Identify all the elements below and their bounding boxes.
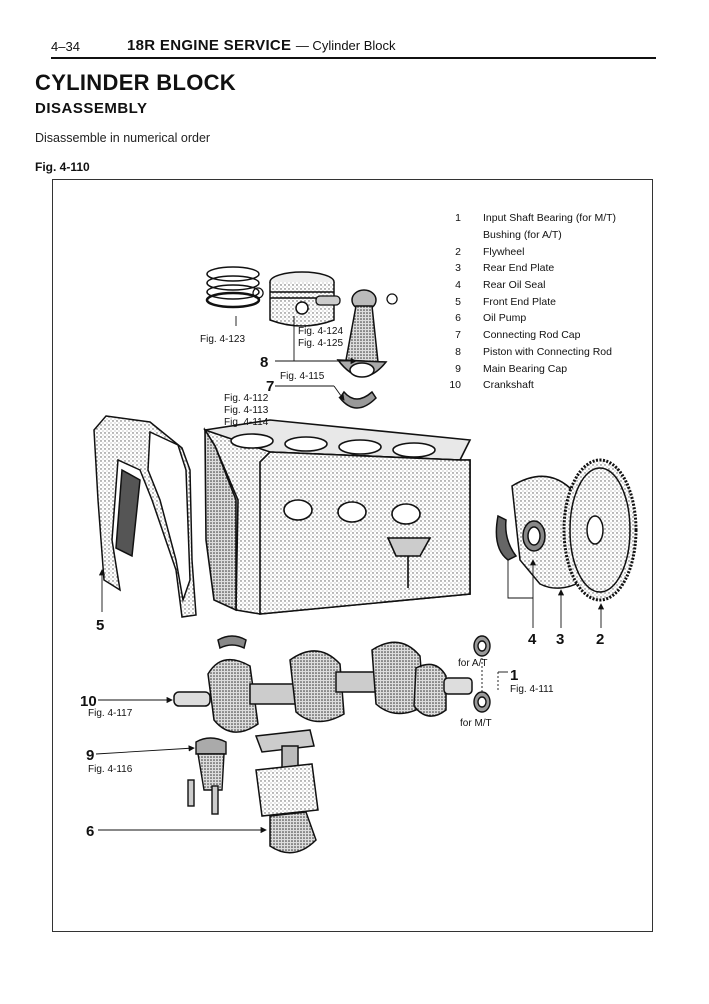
legend-number: 5 [455,295,461,308]
oil-pump-drawing [254,729,319,854]
crankshaft-drawing [173,635,473,733]
label-for-at: for A/T [458,658,487,669]
ref-fig-4-116: Fig. 4-116 [88,764,133,775]
subsection-title: DISASSEMBLY [35,100,148,117]
callout-3: 3 [556,631,564,648]
ref-fig-4-112: Fig. 4-112 [224,393,269,404]
header-title: 18R ENGINE SERVICE — Cylinder Block [127,37,396,54]
legend-text: Bushing (for A/T) [483,229,562,242]
legend-row: 7 Connecting Rod Cap [441,327,616,344]
ref-fig-4-125: Fig. 4-125 [298,338,343,349]
legend-text: Front End Plate [483,295,556,308]
rear-oil-seal-drawing [495,514,546,561]
leader-lines [95,316,605,834]
legend-text: Rear Oil Seal [483,279,546,292]
legend-row: 9 Main Bearing Cap [441,360,616,377]
legend-number: 10 [449,379,461,392]
header-subtitle: — Cylinder Block [295,38,396,53]
legend-row: 5 Front End Plate [441,293,616,310]
figure-label: Fig. 4-110 [35,160,90,174]
legend-text: Oil Pump [483,312,527,325]
legend-text: Input Shaft Bearing (for M/T) [483,212,617,225]
callout-4: 4 [528,631,537,648]
ref-fig-4-111: Fig. 4-111 [510,684,554,695]
callout-7: 7 [266,378,274,395]
figure-frame [52,179,653,932]
legend-text: Main Bearing Cap [483,362,568,375]
callout-5: 5 [96,617,104,634]
legend-number: 9 [455,362,461,375]
legend-row: 8 Piston with Connecting Rod [441,344,616,361]
callout-10: 10 [80,693,97,710]
legend-number: 2 [455,245,461,258]
label-for-mt: for M/T [460,718,492,729]
legend-row: 3 Rear End Plate [441,260,616,277]
instruction-text: Disassemble in numerical order [35,131,211,145]
callout-8: 8 [260,354,268,371]
main-bearing-cap-drawing [187,737,227,815]
legend-number: 3 [455,262,461,275]
input-shaft-bearing-drawing [473,635,491,713]
ref-fig-4-113: Fig. 4-113 [224,405,269,416]
legend-number: 1 [455,212,461,225]
callout-1: 1 [510,667,518,684]
header-title-main: 18R ENGINE SERVICE [127,37,292,54]
legend-text: Piston with Connecting Rod [483,345,612,358]
ref-fig-4-115: Fig. 4-115 [280,371,325,382]
legend-row: 2 Flywheel [441,243,616,260]
piston-pin-drawing [252,287,398,306]
ref-fig-4-124: Fig. 4-124 [298,326,343,337]
legend-text: Flywheel [483,245,525,258]
legend-row: Bushing (for A/T) [441,227,616,244]
legend-text: Connecting Rod Cap [483,329,581,342]
legend-row: 1 Input Shaft Bearing (for M/T) [441,210,616,227]
legend-number: 4 [455,279,461,292]
legend-row: 10 Crankshaft [441,377,616,394]
connecting-rod-drawing [336,289,388,378]
piston-rings-drawing [205,266,261,309]
legend-row: 4 Rear Oil Seal [441,277,616,294]
ref-fig-4-114: Fig. 4-114 [224,417,269,428]
legend-number: 8 [455,345,461,358]
page-header: 4–34 18R ENGINE SERVICE — Cylinder Block [51,37,656,59]
legend-text: Crankshaft [483,379,534,392]
legend-number: 7 [455,329,461,342]
callout-2: 2 [596,631,604,648]
page-number: 4–34 [51,39,80,54]
piston-drawing [269,271,335,327]
front-end-plate-drawing [93,415,197,618]
flywheel-drawing [562,458,638,602]
parts-legend: 1 Input Shaft Bearing (for M/T) Bushing (… [441,210,616,394]
rod-cap-drawing [339,390,377,409]
cylinder-block-drawing [203,419,472,615]
legend-text: Rear End Plate [483,262,555,275]
callout-9: 9 [86,747,94,764]
ref-fig-4-123: Fig. 4-123 [200,334,245,345]
ref-fig-4-117: Fig. 4-117 [88,708,133,719]
callout-6: 6 [86,823,94,840]
legend-number: 6 [455,312,461,325]
section-title: CYLINDER BLOCK [35,70,236,95]
legend-row: 6 Oil Pump [441,310,616,327]
